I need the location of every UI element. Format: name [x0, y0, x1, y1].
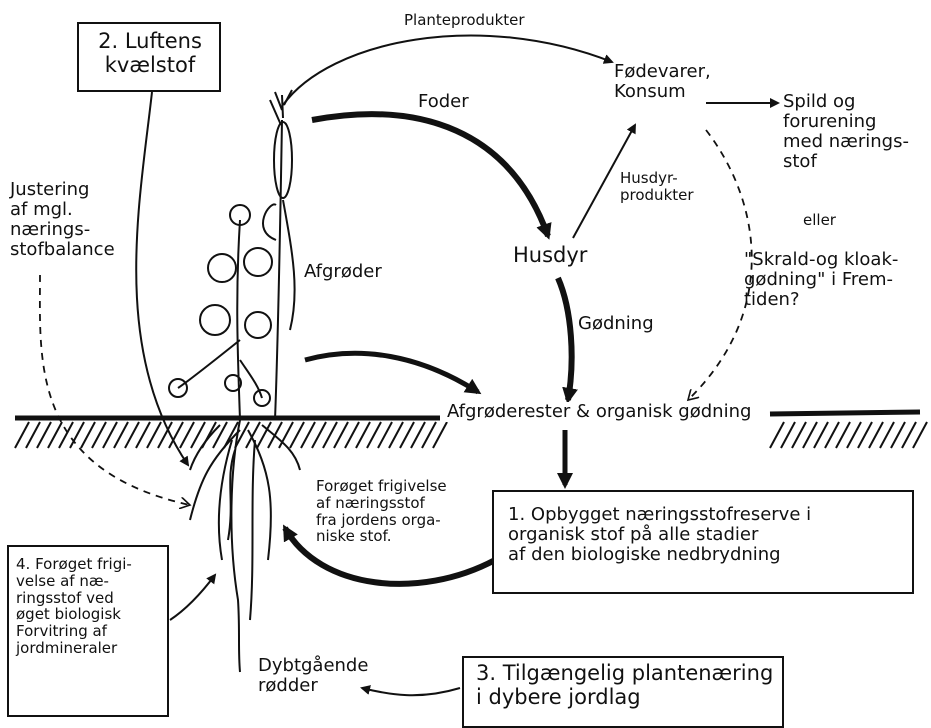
- label-foroget-frigivelse: Forøget frigivelse af næringsstof fra jo…: [316, 478, 447, 545]
- arrow-afgroder-to-rester: [305, 353, 478, 392]
- arrow-foder: [312, 114, 548, 236]
- label-afgroderester: Afgrøderester & organisk gødning: [444, 402, 754, 422]
- label-husdyr: Husdyr: [513, 244, 587, 268]
- label-spild: Spild og forurening med nærings- stof: [783, 92, 909, 173]
- label-eller: eller: [803, 212, 836, 229]
- label-afgroder: Afgrøder: [304, 262, 382, 282]
- arrow-skrald-dashed: [688, 130, 752, 400]
- plant-drawing: [169, 90, 300, 672]
- arrow-dybere-jordlag: [362, 688, 460, 695]
- label-fodevarer: Fødevarer, Konsum: [614, 62, 711, 102]
- label-planteprodukter: Planteprodukter: [404, 12, 525, 29]
- label-godning: Gødning: [578, 314, 654, 334]
- label-justering: Justering af mgl. nærings- stofbalance: [10, 180, 115, 261]
- label-dybtgaaende: Dybtgående rødder: [258, 656, 368, 696]
- label-foder: Foder: [418, 92, 469, 112]
- arrow-forvitring: [170, 575, 215, 620]
- label-husdyrprodukter: Husdyr- produkter: [620, 170, 694, 204]
- label-opbygget: 1. Opbygget næringsstofreserve i organis…: [508, 505, 811, 565]
- label-foroget-biologisk: 4. Forøget frigi- velse af næ- ringsstof…: [16, 556, 132, 657]
- arrow-luftens-kvaelstof: [136, 92, 188, 465]
- label-tilgaengelig: 3. Tilgængelig plantenæring i dybere jor…: [476, 662, 773, 709]
- arrow-justering-dashed: [40, 275, 190, 505]
- label-skrald: "Skrald-og kloak- gødning" i Frem- tiden…: [744, 250, 898, 310]
- arrow-godning: [558, 278, 572, 400]
- label-luftens-kvaelstof: 2. Luftens kvælstof: [95, 30, 205, 77]
